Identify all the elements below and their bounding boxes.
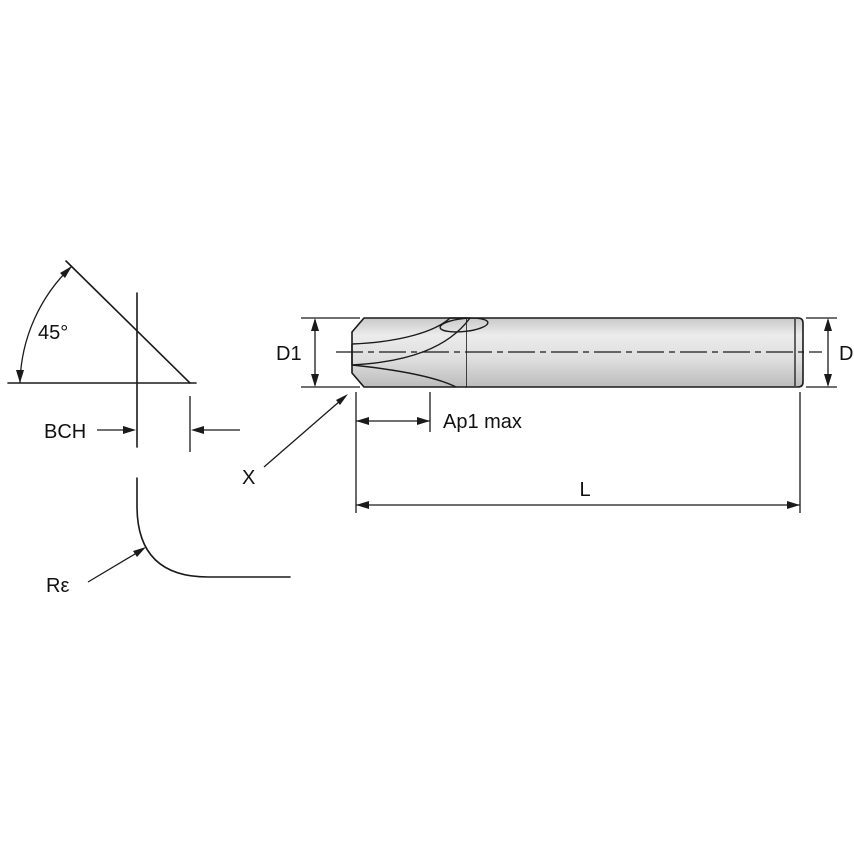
x-arrow-icon xyxy=(336,394,348,405)
x-leader-line xyxy=(263,400,341,468)
bch-arrow-left-icon xyxy=(123,426,136,434)
d-arrow-top-icon xyxy=(824,318,832,331)
l-label: L xyxy=(579,479,590,501)
x-label: X xyxy=(242,467,255,489)
corner-radius-label: Rε xyxy=(46,575,69,597)
d-label: D xyxy=(839,343,853,365)
chamfer-angle-detail: 45° xyxy=(7,260,197,448)
cutter-head-fill xyxy=(352,318,466,387)
corner-radius-curve xyxy=(136,477,291,578)
d-arrow-bottom-icon xyxy=(824,374,832,387)
d1-arrow-top-icon xyxy=(311,318,319,331)
ap1-arrow-left-icon xyxy=(356,417,369,425)
angle-label: 45° xyxy=(38,322,68,344)
bch-arrow-right-icon xyxy=(191,426,204,434)
l-arrow-left-icon xyxy=(356,501,369,509)
d-dimension: D xyxy=(806,317,853,388)
bch-label: BCH xyxy=(44,421,86,443)
flute-lower-edge xyxy=(351,364,457,388)
angle-arc xyxy=(19,265,73,384)
ap1-label: Ap1 max xyxy=(443,411,522,433)
corner-radius-leader xyxy=(87,550,141,583)
flute-land-ellipse xyxy=(439,317,489,333)
end-mill xyxy=(336,317,822,388)
d1-label: D1 xyxy=(276,343,302,365)
angle-arc-arrow-bottom-icon xyxy=(16,370,24,383)
ap1-dimension: Ap1 max xyxy=(356,392,522,433)
ap1-arrow-right-icon xyxy=(417,417,430,425)
corner-radius-arrow-icon xyxy=(133,547,146,557)
d1-arrow-bottom-icon xyxy=(311,374,319,387)
flute-face xyxy=(351,317,471,366)
x-callout: X xyxy=(242,394,348,489)
l-dimension: L xyxy=(355,392,801,513)
d1-dimension: D1 xyxy=(276,317,360,388)
chamfer-diagonal-line xyxy=(65,260,191,384)
angle-arc-arrow-top-icon xyxy=(60,266,72,278)
bch-dimension: BCH xyxy=(44,396,240,452)
shank-body xyxy=(465,317,804,388)
l-arrow-right-icon xyxy=(787,501,800,509)
corner-radius-detail: Rε xyxy=(46,477,291,597)
